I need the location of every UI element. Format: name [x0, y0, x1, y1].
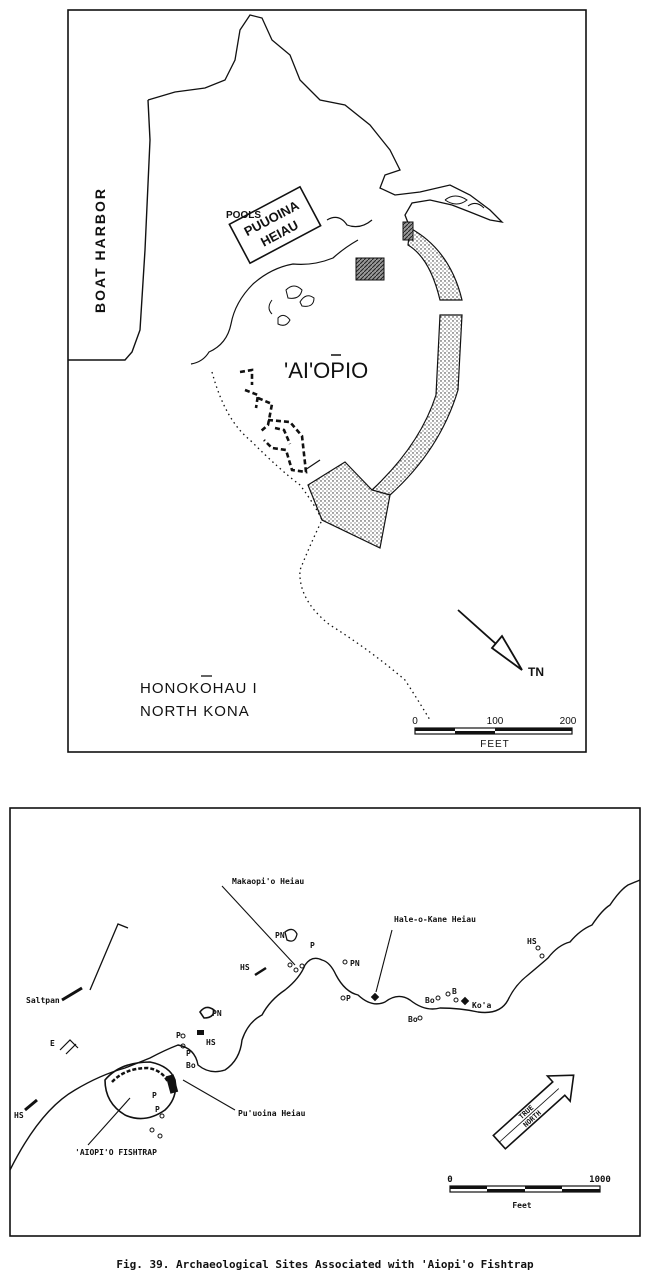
pn-enclosure-1	[284, 928, 298, 942]
koa-marker	[460, 996, 470, 1006]
boat-harbor-outline	[68, 99, 151, 361]
scale-tick-100: 100	[487, 716, 504, 727]
saltpan-label: Saltpan	[26, 996, 60, 1005]
scale-unit-lower: Feet	[512, 1201, 531, 1210]
fishpond-wall-south	[307, 461, 391, 549]
fishpond-wall-east-lower	[370, 314, 463, 496]
scale-tick-200: 200	[560, 716, 577, 727]
map-upper: PUUOINA HEIAU BOAT HARBOR POOLS 'AI'OPIO…	[67, 9, 587, 753]
site-label: Bo	[425, 996, 435, 1005]
scale-bar-upper: 0 100 200 FEET	[412, 716, 577, 750]
site-label: PN	[212, 1009, 222, 1018]
north-arrow-head	[490, 634, 523, 671]
pool-shapes	[268, 285, 315, 326]
pools-label: POOLS	[226, 210, 261, 221]
hs-marker-west	[24, 1098, 38, 1112]
figure-caption: Fig. 39. Archaeological Sites Associated…	[116, 1258, 534, 1271]
site-label: HS	[527, 937, 537, 946]
site-label: P	[186, 1049, 191, 1058]
pond-name-label: 'AI'OPIO	[284, 358, 368, 383]
saltpan-marker	[61, 986, 83, 1002]
fishtrap-outline	[104, 1061, 177, 1120]
site-label: PN	[275, 931, 285, 940]
puuoina-leader	[182, 1079, 236, 1111]
location-line1: HONOKOHAU I	[140, 680, 258, 697]
site-label: HS	[240, 963, 250, 972]
wall-junction	[402, 221, 414, 241]
site-code-labels: PN P HS PN P HS Bo B Ko'a Bo PN P HS P B…	[14, 931, 537, 1120]
boat-harbor-label: BOAT HARBOR	[92, 187, 108, 313]
site-label: PN	[350, 959, 360, 968]
north-arrow-lower: TRUE NORTH	[492, 1074, 575, 1150]
scale-tick-1000: 1000	[589, 1175, 611, 1185]
heiau-platform	[355, 257, 385, 281]
site-label: P	[310, 941, 315, 950]
site-label: B	[452, 987, 457, 996]
site-label: P	[155, 1105, 160, 1114]
fishpond-wall-east	[407, 227, 463, 301]
map-lower: Makaopi'o Heiau Hale-o-Kane Heiau Saltpa…	[9, 807, 641, 1237]
fishtrap-leader	[87, 1097, 131, 1146]
makaopio-leader	[221, 885, 296, 966]
heiau-label-box: PUUOINA HEIAU	[228, 185, 322, 265]
tide-pool-loops	[444, 195, 485, 209]
north-arrow-label: TN	[528, 665, 544, 679]
site-label: P	[346, 994, 351, 1003]
boundary-line	[89, 923, 129, 991]
hale-o-kane-leader	[375, 929, 393, 993]
wall-gap-mark	[304, 459, 321, 471]
north-arrow-upper: TN	[457, 609, 544, 679]
scale-tick-0-lower: 0	[447, 1175, 452, 1185]
site-label: P	[176, 1031, 181, 1040]
map-upper-frame	[67, 9, 587, 753]
site-label: HS	[206, 1038, 216, 1047]
hale-o-kane-heiau-label: Hale-o-Kane Heiau	[394, 914, 476, 924]
site-label: E	[50, 1039, 55, 1048]
scale-tick-0: 0	[412, 716, 418, 727]
site-label: Bo	[408, 1015, 418, 1024]
location-line2: NORTH KONA	[140, 703, 250, 720]
site-label: P	[152, 1091, 157, 1100]
puuoina-heiau-marker	[165, 1074, 179, 1094]
site-label: Bo	[186, 1061, 196, 1070]
coastline	[9, 879, 641, 1171]
site-label: Ko'a	[472, 1001, 491, 1010]
scale-unit-upper: FEET	[480, 739, 510, 750]
trail-dotted	[211, 371, 431, 721]
pn-enclosure-2	[199, 1006, 215, 1019]
scale-bar-lower: 0 1000 Feet	[447, 1175, 611, 1210]
hale-o-kane-marker	[370, 992, 380, 1002]
dashed-inner-wall	[239, 368, 308, 474]
site-label: HS	[14, 1111, 24, 1120]
makaopio-heiau-label: Makaopi'o Heiau	[232, 876, 304, 886]
site-dots	[149, 945, 545, 1139]
hs-marker-2	[197, 1030, 204, 1035]
shoreline-upper	[147, 14, 504, 229]
enclosure-e	[59, 1039, 79, 1055]
map-lower-frame	[9, 807, 641, 1237]
fishtrap-dashed-wall	[111, 1066, 170, 1083]
hs-marker-1	[254, 966, 267, 977]
fishtrap-label: 'AIOPI'O FISHTRAP	[75, 1148, 157, 1157]
puuoina-heiau-label: Pu'uoina Heiau	[238, 1108, 306, 1118]
shoreline-inner	[190, 216, 373, 365]
